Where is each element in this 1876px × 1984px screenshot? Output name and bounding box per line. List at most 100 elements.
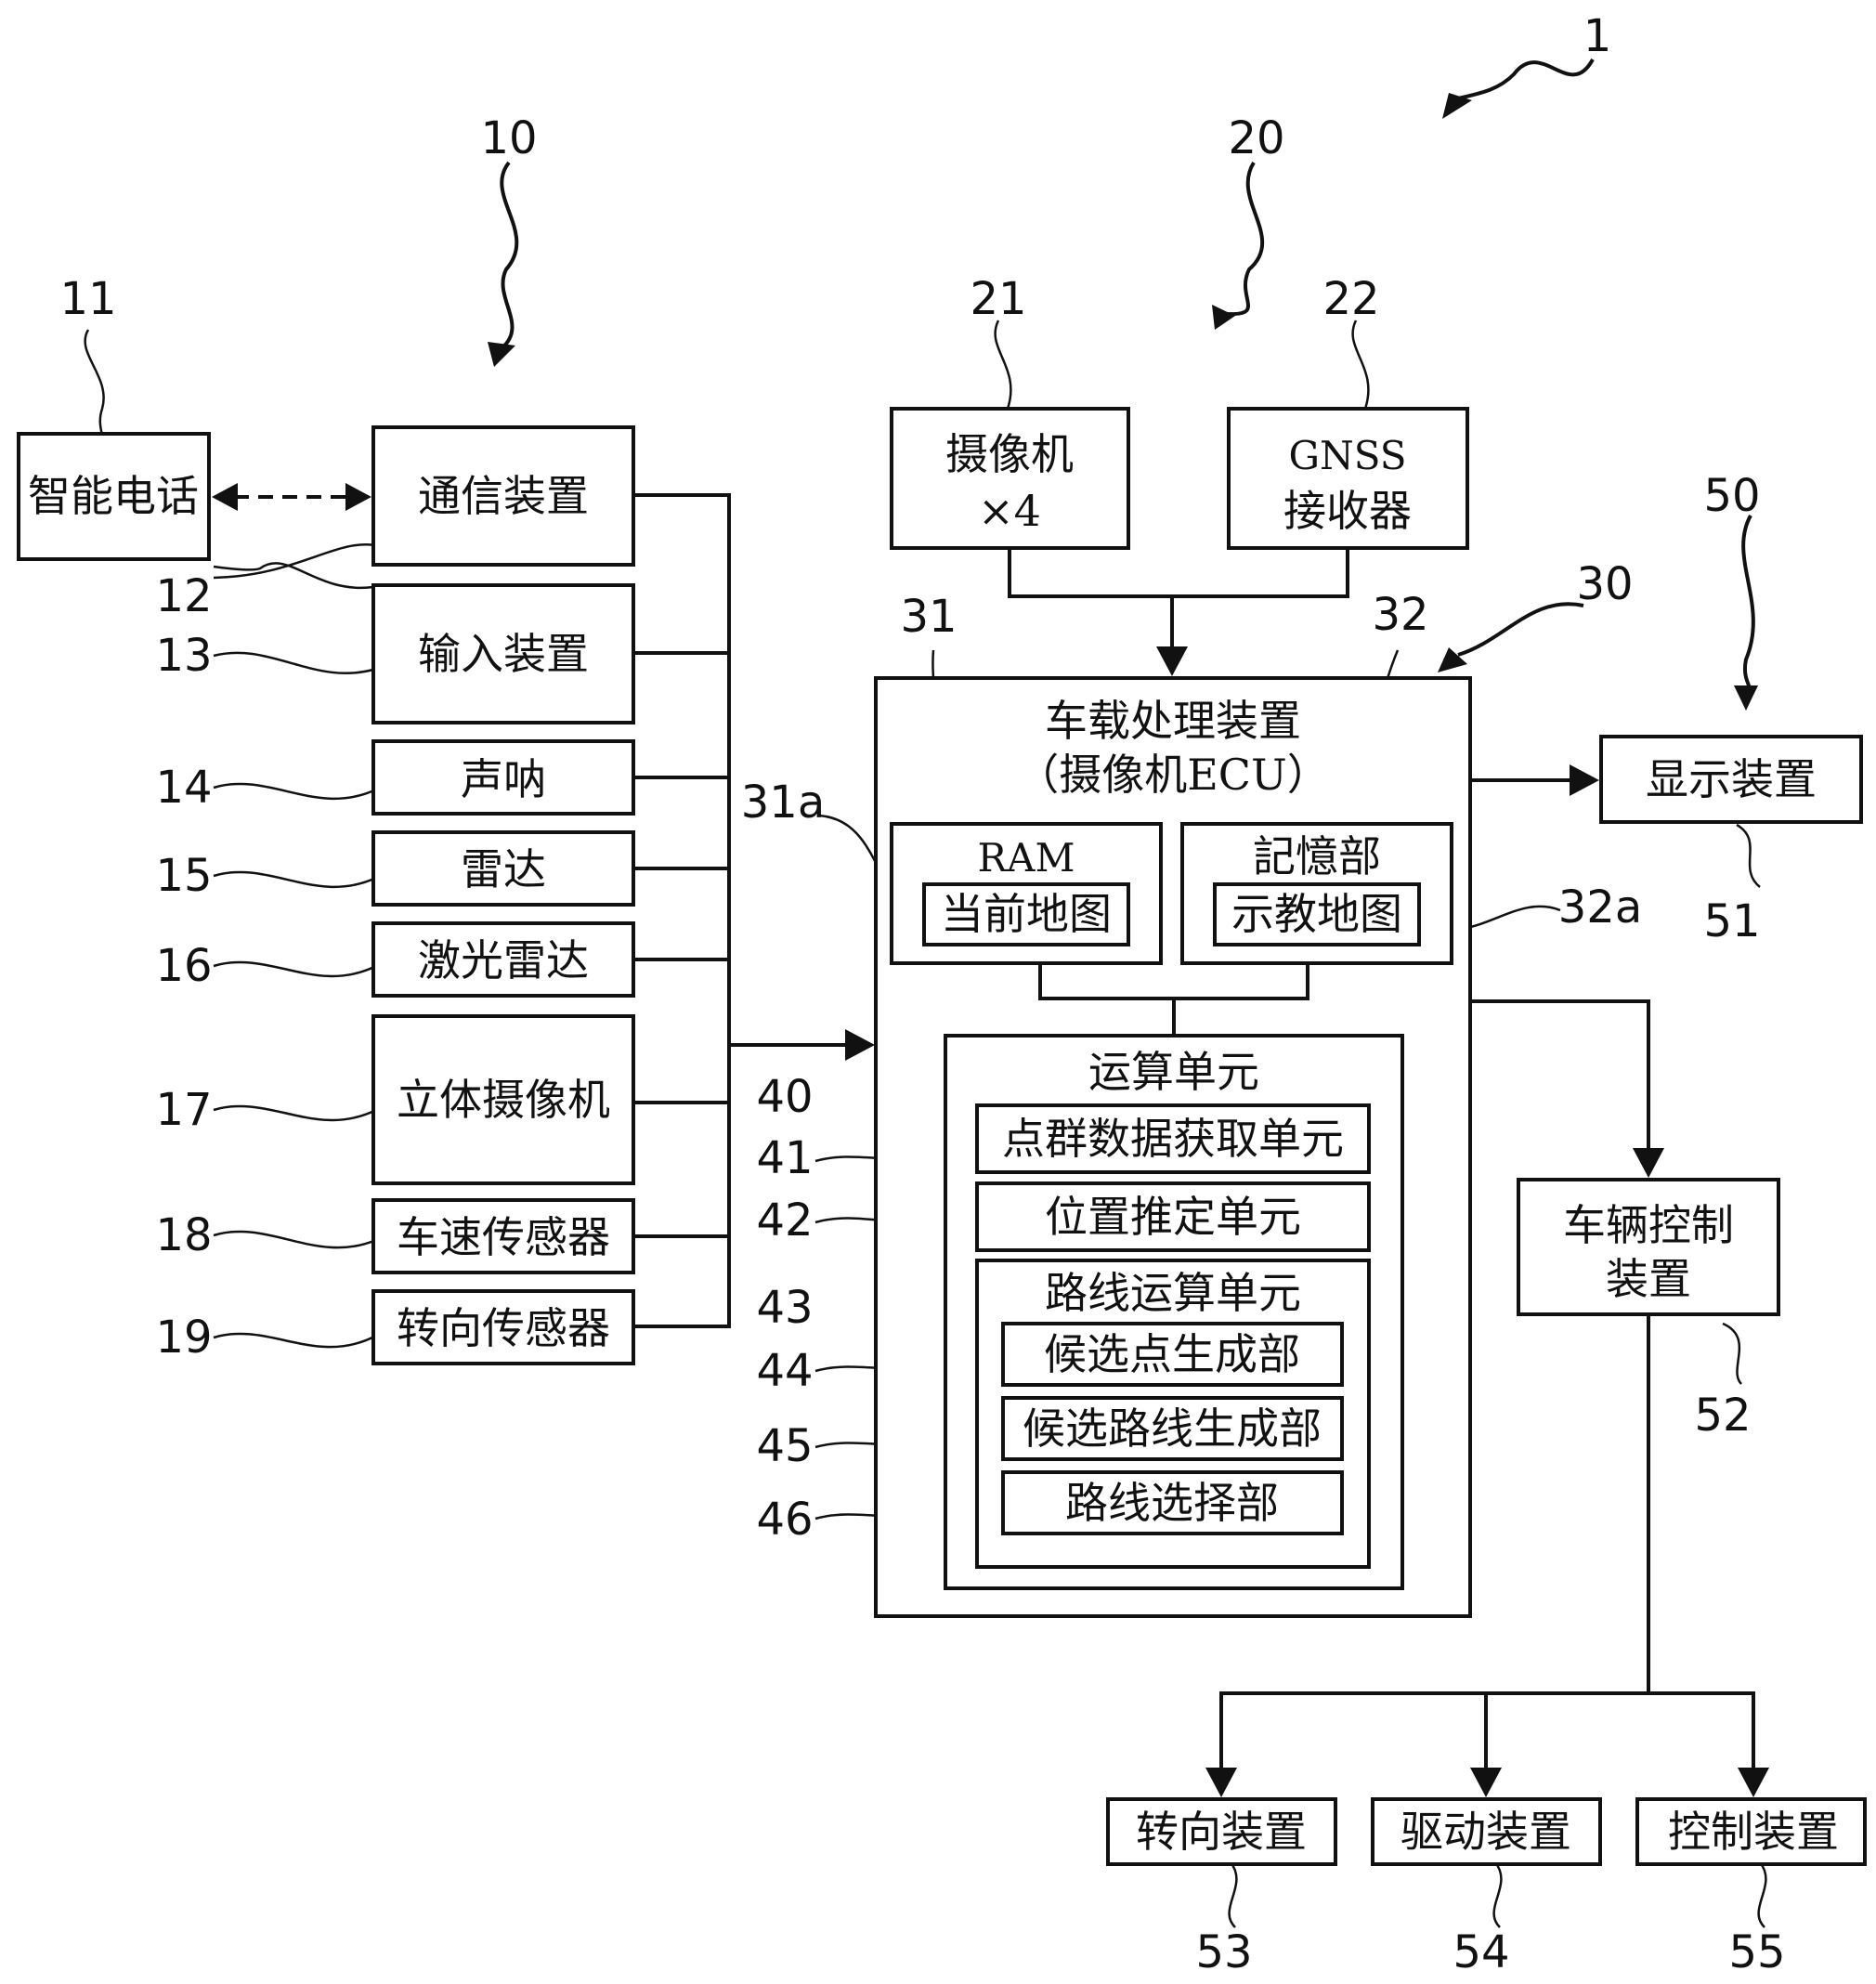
ref-50-arrowhead xyxy=(1734,685,1758,711)
current-map-box xyxy=(922,882,1130,946)
gnss-receiver-box xyxy=(1227,407,1469,550)
to-steering-arrowhead xyxy=(1205,1768,1237,1797)
lidar-box xyxy=(371,921,635,998)
candidate-route-generator-box xyxy=(1001,1396,1344,1461)
stereo-camera-label: 立体摄像机 xyxy=(397,1075,610,1125)
link-arrowhead-left xyxy=(212,483,238,511)
vehicle-control-box xyxy=(1517,1178,1780,1316)
input-device-box xyxy=(371,583,635,724)
camera-gnss-group: 摄像机 ×4 GNSS 接收器 xyxy=(890,407,1469,676)
ref-14: 14 xyxy=(155,762,212,814)
ecu-group: 车载处理装置 （摄像机ECU） RAM 当前地图 記憶部 示教地图 运算单元 点… xyxy=(874,676,1472,1618)
ref-15: 15 xyxy=(155,850,212,902)
ref-1: 1 xyxy=(1583,10,1612,62)
route-selector-box xyxy=(1001,1470,1344,1535)
camera-count-label: ×4 xyxy=(978,486,1041,536)
communication-device-box xyxy=(371,425,635,567)
ref-10: 10 xyxy=(480,112,537,164)
radar-label: 雷达 xyxy=(461,844,546,894)
ref-18: 18 xyxy=(155,1209,212,1261)
drive-device-label: 驱动装置 xyxy=(1400,1807,1571,1857)
ref-50: 50 xyxy=(1703,470,1760,522)
to-drive-arrowhead xyxy=(1470,1768,1502,1797)
current-map-label: 当前地图 xyxy=(941,889,1112,939)
ref-10-arrowhead xyxy=(488,342,515,367)
sensor-group: 智能电话 通信装置 输入装置 声呐 雷达 激光雷达 立体摄像机 车速传感器 转向… xyxy=(17,425,635,1365)
ref-42: 42 xyxy=(756,1194,813,1247)
ref-30: 30 xyxy=(1576,558,1633,610)
sonar-label: 声呐 xyxy=(461,754,546,804)
position-estimation-unit-label: 位置推定单元 xyxy=(1045,1192,1301,1242)
steering-device-box xyxy=(1106,1797,1337,1866)
ref-17: 17 xyxy=(155,1084,212,1136)
ram-label: RAM xyxy=(978,835,1075,881)
ecu-to-display-arrowhead xyxy=(1570,764,1599,796)
bus-to-ecu-arrowhead xyxy=(845,1029,875,1061)
ecu-to-vehicle-control-arrowhead xyxy=(1633,1148,1664,1178)
point-cloud-unit-label: 点群数据获取单元 xyxy=(1002,1114,1344,1164)
sensor-bus xyxy=(633,493,875,1328)
ecu-subtitle: （摄像机ECU） xyxy=(1016,750,1330,800)
ref-50-leader xyxy=(1741,515,1755,694)
camera-to-ecu-arrowhead xyxy=(1156,646,1188,676)
output-group: 显示装置 车辆控制 装置 转向装置 驱动装置 控制装置 xyxy=(1106,735,1867,1866)
display-device-box xyxy=(1599,735,1863,824)
ref-43: 43 xyxy=(756,1282,813,1334)
ecu-title: 车载处理装置 xyxy=(1045,696,1301,746)
smartphone-box xyxy=(17,432,211,561)
gnss-label: GNSS xyxy=(1288,433,1406,478)
point-cloud-unit-box xyxy=(975,1103,1371,1174)
ref-22: 22 xyxy=(1322,273,1379,325)
ref-13: 13 xyxy=(155,630,212,682)
ref-11: 11 xyxy=(59,273,116,325)
ref-12: 12 xyxy=(155,570,212,622)
ref-16: 16 xyxy=(155,940,212,992)
route-selector-label: 路线选择部 xyxy=(1065,1478,1279,1528)
compute-unit-label: 运算单元 xyxy=(1088,1047,1259,1097)
camera-label: 摄像机 xyxy=(945,429,1074,479)
sonar-box xyxy=(371,739,635,816)
ref-53: 53 xyxy=(1195,1926,1252,1978)
position-estimation-unit-box xyxy=(975,1181,1371,1252)
route-compute-unit-label: 路线运算单元 xyxy=(1045,1268,1301,1318)
vehicle-speed-sensor-label: 车速传感器 xyxy=(397,1212,610,1262)
smartphone-link xyxy=(212,483,371,511)
link-arrowhead-right xyxy=(345,483,371,511)
camera-box xyxy=(890,407,1130,550)
ref-1-arrowhead xyxy=(1442,93,1472,119)
smartphone-label: 智能电话 xyxy=(28,471,199,521)
candidate-point-generator-box xyxy=(1001,1322,1344,1387)
ref-30-arrowhead xyxy=(1438,647,1467,672)
steering-sensor-box xyxy=(371,1289,635,1365)
control-device-box xyxy=(1635,1797,1867,1866)
teaching-map-label: 示教地图 xyxy=(1231,889,1402,939)
communication-device-label: 通信装置 xyxy=(418,471,589,521)
ref-19: 19 xyxy=(155,1312,212,1364)
reference-numerals: 1 10 11 12 13 14 15 16 17 18 19 20 21 22… xyxy=(59,10,1785,1978)
ref-30-leader xyxy=(1457,602,1584,657)
ref-10-leader xyxy=(500,161,519,350)
ref-32a: 32a xyxy=(1558,881,1643,933)
lidar-label: 激光雷达 xyxy=(418,935,589,985)
teaching-map-box xyxy=(1213,882,1421,946)
ref-31a: 31a xyxy=(741,777,826,829)
ref-40: 40 xyxy=(756,1071,813,1123)
ref-32: 32 xyxy=(1372,589,1428,641)
ref-55: 55 xyxy=(1728,1926,1785,1978)
input-device-label: 输入装置 xyxy=(418,629,589,679)
to-control-arrowhead xyxy=(1738,1768,1769,1797)
candidate-point-generator-label: 候选点生成部 xyxy=(1044,1329,1300,1379)
radar-box xyxy=(371,830,635,907)
ref-44: 44 xyxy=(756,1345,813,1397)
ref-51: 51 xyxy=(1703,895,1760,947)
vehicle-control-label: 车辆控制 xyxy=(1563,1200,1734,1250)
display-device-label: 显示装置 xyxy=(1646,754,1817,804)
ref-20-arrowhead xyxy=(1212,305,1235,330)
steering-device-label: 转向装置 xyxy=(1136,1807,1307,1857)
candidate-route-generator-label: 候选路线生成部 xyxy=(1023,1403,1322,1454)
steering-sensor-label: 转向传感器 xyxy=(397,1303,610,1353)
ref-41: 41 xyxy=(756,1132,813,1184)
gnss-receiver-label: 接收器 xyxy=(1283,486,1412,536)
storage-label: 記憶部 xyxy=(1253,831,1381,881)
